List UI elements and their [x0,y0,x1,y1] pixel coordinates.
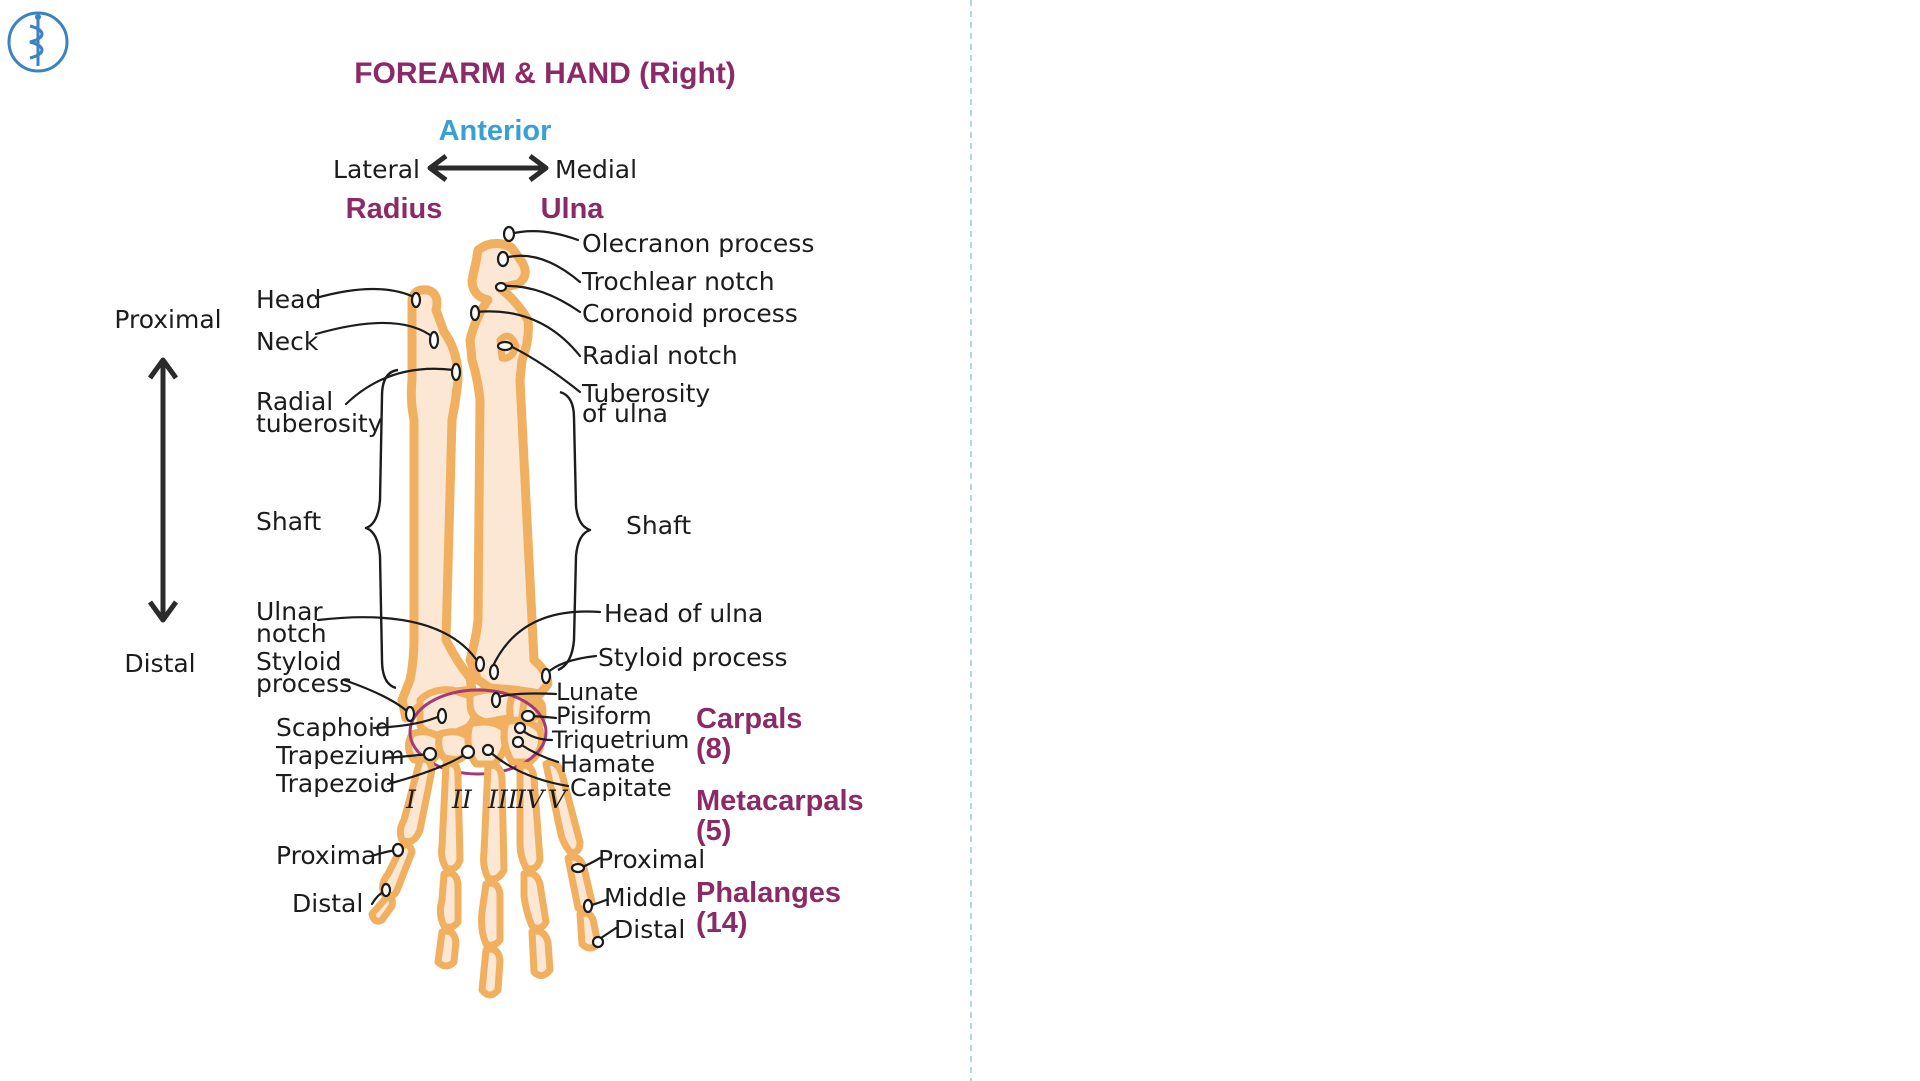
phalanges-heading: Phalanges [696,877,841,909]
phalanges-count: (14) [696,907,748,939]
proximal-distal-arrow-icon [147,357,179,623]
radial-tuberosity-label-1: Radial [256,387,333,416]
metacarpal-numeral-2: II [451,785,473,814]
trapezoid-label: Trapezoid [275,769,396,798]
carpal-ring [408,688,548,776]
ulna-styloid-process-label: Styloid process [598,643,788,672]
hand-bones [368,755,602,999]
carpals-count: (8) [696,733,731,765]
ulna-shaft-label: Shaft [626,511,691,540]
radius-shaft-label: Shaft [256,507,321,536]
triquetrium-label: Triquetrium [551,726,689,754]
right-proximal-phalanx-label: Proximal [598,845,705,874]
metacarpal-numeral-3: III [487,785,519,814]
tuberosity-of-ulna-label-1: Tuberosity [581,379,710,408]
radius-bone [397,285,477,723]
hamate-label: Hamate [560,750,655,778]
metacarpal-numeral-1: I [405,785,417,814]
right-distal-phalanx-label: Distal [614,915,685,944]
lateral-label: Lateral [333,155,420,184]
tuberosity-of-ulna-label-2: of ulna [582,399,668,428]
pisiform-label: Pisiform [556,702,652,730]
capitate-label: Capitate [570,774,672,802]
trapezium-label: Trapezium [275,741,405,770]
ulnar-notch-label-1: Ulnar [256,597,323,626]
right-middle-phalanx-label: Middle [604,883,687,912]
anterior-label: Anterior [439,115,552,147]
ulnar-notch-label-2: notch [256,619,327,648]
caduceus-logo-icon[interactable] [7,11,69,73]
distal-label: Distal [124,649,195,678]
ulna-label: Ulna [541,193,605,225]
radial-tuberosity-label-2: tuberosity [256,409,383,438]
metacarpals-heading: Metacarpals [696,785,864,817]
head-of-ulna-label: Head of ulna [604,599,763,628]
lunate-label: Lunate [556,678,638,706]
scaphoid-label: Scaphoid [276,713,391,742]
trochlear-notch-label: Trochlear notch [581,267,775,296]
metacarpals-count: (5) [696,815,731,847]
radius-styloid-process-label-1: Styloid [256,647,342,676]
coronoid-process-label: Coronoid process [582,299,798,328]
olecranon-process-label: Olecranon process [582,229,814,258]
label-dots [380,225,605,949]
radius-shaft-brace [364,368,399,690]
radial-notch-label: Radial notch [582,341,738,370]
medial-label: Medial [555,155,637,184]
page-title: FOREARM & HAND (Right) [354,57,736,90]
metacarpal-numeral-4: IV [515,785,547,814]
proximal-label: Proximal [114,305,221,334]
lateral-medial-arrow-icon [427,154,549,182]
ulna-shaft-brace [557,390,592,672]
radius-label: Radius [346,193,443,225]
metacarpal-numeral-5: V [548,785,569,814]
radius-styloid-process-label-2: process [256,669,352,698]
left-distal-phalanx-label: Distal [292,889,363,918]
left-proximal-phalanx-label: Proximal [276,841,383,870]
carpals-heading: Carpals [696,703,802,735]
radius-head-label: Head [256,285,321,314]
radius-neck-label: Neck [256,327,319,356]
